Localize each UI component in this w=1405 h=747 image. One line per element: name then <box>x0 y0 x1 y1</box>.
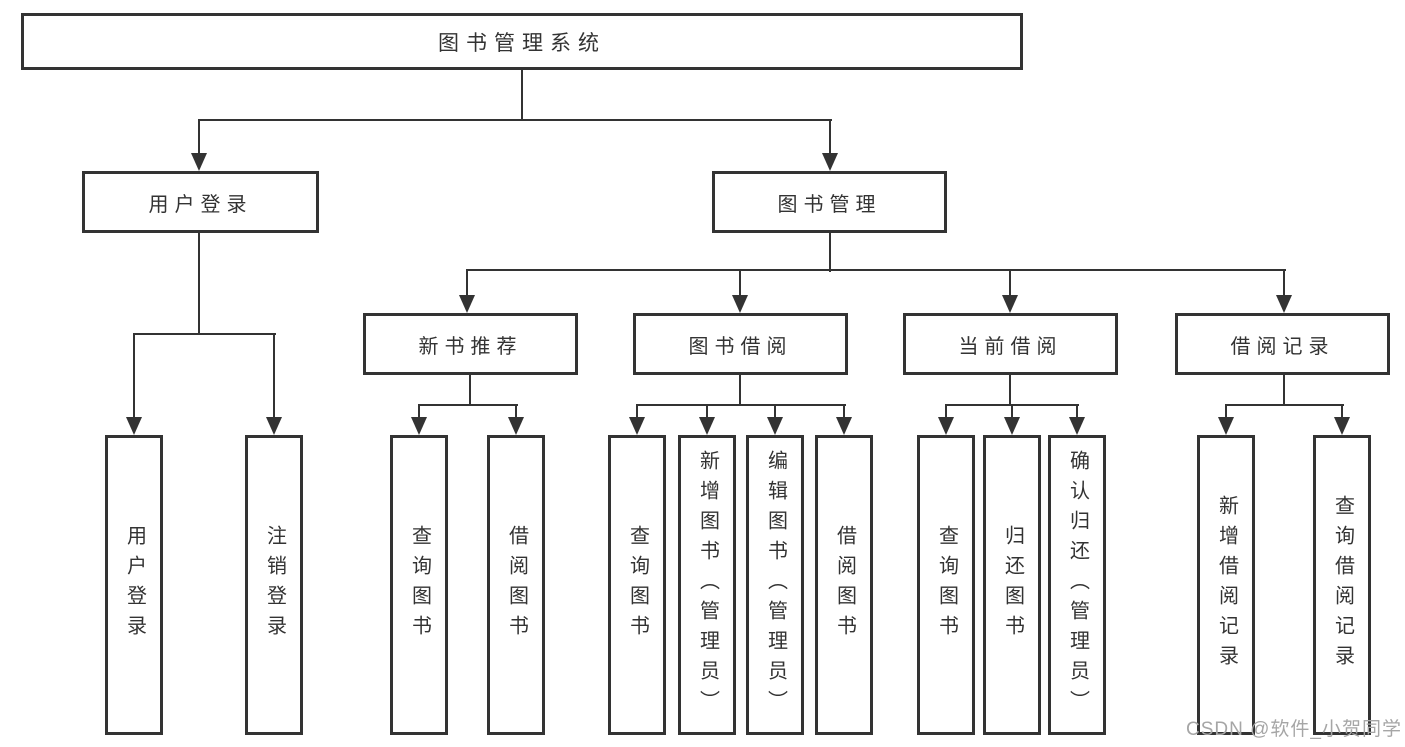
leaf-current-return-books-label: 归还图书 <box>1001 525 1024 645</box>
arrow-down-icon <box>629 417 645 435</box>
connector-line <box>1076 405 1078 419</box>
connector-line <box>706 405 708 419</box>
node-book-management: 图书管理 <box>712 171 947 233</box>
connector-line <box>198 119 832 121</box>
connector-line <box>198 233 200 335</box>
leaf-recommend-query-books: 查询图书 <box>390 435 448 735</box>
arrow-down-icon <box>508 417 524 435</box>
leaf-logout-label: 注销登录 <box>263 525 286 645</box>
arrow-down-icon <box>1004 417 1020 435</box>
leaf-borrow-edit-books-admin: 编辑图书（管理员） <box>746 435 804 735</box>
leaf-current-confirm-return-admin-label: 确认归还（管理员） <box>1066 450 1089 720</box>
leaf-recommend-query-books-label: 查询图书 <box>408 525 431 645</box>
leaf-records-query-record: 查询借阅记录 <box>1313 435 1371 735</box>
leaf-user-login: 用户登录 <box>105 435 163 735</box>
leaf-borrow-add-books-admin-label: 新增图书（管理员） <box>696 450 719 720</box>
connector-line <box>1283 374 1285 406</box>
leaf-borrow-query-books-label: 查询图书 <box>626 525 649 645</box>
connector-line <box>418 405 420 419</box>
leaf-records-add-record: 新增借阅记录 <box>1197 435 1255 735</box>
leaf-recommend-borrow-books-label: 借阅图书 <box>505 525 528 645</box>
connector-line <box>636 404 846 406</box>
connector-line <box>636 405 638 419</box>
arrow-down-icon <box>836 417 852 435</box>
connector-line <box>1009 270 1011 298</box>
arrow-down-icon <box>459 295 475 313</box>
connector-line <box>521 70 523 121</box>
arrow-down-icon <box>1069 417 1085 435</box>
connector-line <box>273 334 275 419</box>
connector-line <box>466 270 468 298</box>
leaf-logout: 注销登录 <box>245 435 303 735</box>
arrow-down-icon <box>126 417 142 435</box>
arrow-down-icon <box>1218 417 1234 435</box>
connector-line <box>469 374 471 406</box>
node-root: 图书管理系统 <box>21 13 1023 70</box>
watermark: CSDN @软件_小贺同学 <box>1186 719 1402 740</box>
node-book-borrow: 图书借阅 <box>633 313 848 375</box>
node-current-borrow: 当前借阅 <box>903 313 1118 375</box>
connector-line <box>198 120 200 156</box>
leaf-borrow-borrow-books: 借阅图书 <box>815 435 873 735</box>
node-new-book-recommend: 新书推荐 <box>363 313 578 375</box>
connector-line <box>1283 270 1285 298</box>
arrow-down-icon <box>732 295 748 313</box>
leaf-current-query-books-label: 查询图书 <box>935 525 958 645</box>
leaf-current-query-books: 查询图书 <box>917 435 975 735</box>
leaf-current-return-books: 归还图书 <box>983 435 1041 735</box>
node-user-login: 用户登录 <box>82 171 319 233</box>
arrow-down-icon <box>266 417 282 435</box>
leaf-borrow-add-books-admin: 新增图书（管理员） <box>678 435 736 735</box>
arrow-down-icon <box>767 417 783 435</box>
arrow-down-icon <box>938 417 954 435</box>
connector-line <box>1009 374 1011 406</box>
leaf-user-login-label: 用户登录 <box>123 525 146 645</box>
leaf-borrow-query-books: 查询图书 <box>608 435 666 735</box>
connector-line <box>945 405 947 419</box>
leaf-records-add-record-label: 新增借阅记录 <box>1215 495 1238 675</box>
connector-line <box>418 404 518 406</box>
arrow-down-icon <box>699 417 715 435</box>
leaf-records-query-record-label: 查询借阅记录 <box>1331 495 1354 675</box>
connector-line <box>466 269 1286 271</box>
arrow-down-icon <box>1334 417 1350 435</box>
connector-line <box>1225 405 1227 419</box>
arrow-down-icon <box>411 417 427 435</box>
leaf-current-confirm-return-admin: 确认归还（管理员） <box>1048 435 1106 735</box>
connector-line <box>133 333 276 335</box>
arrow-down-icon <box>191 153 207 171</box>
leaf-borrow-borrow-books-label: 借阅图书 <box>833 525 856 645</box>
leaf-recommend-borrow-books: 借阅图书 <box>487 435 545 735</box>
connector-line <box>515 405 517 419</box>
connector-line <box>1225 404 1344 406</box>
connector-line <box>829 120 831 156</box>
connector-line <box>739 270 741 298</box>
connector-line <box>843 405 845 419</box>
leaf-borrow-edit-books-admin-label: 编辑图书（管理员） <box>764 450 787 720</box>
arrow-down-icon <box>822 153 838 171</box>
connector-line <box>829 233 831 272</box>
arrow-down-icon <box>1276 295 1292 313</box>
connector-line <box>739 374 741 406</box>
connector-line <box>133 334 135 419</box>
connector-line <box>1341 405 1343 419</box>
node-borrow-records: 借阅记录 <box>1175 313 1390 375</box>
connector-line <box>774 405 776 419</box>
connector-line <box>1011 405 1013 419</box>
arrow-down-icon <box>1002 295 1018 313</box>
